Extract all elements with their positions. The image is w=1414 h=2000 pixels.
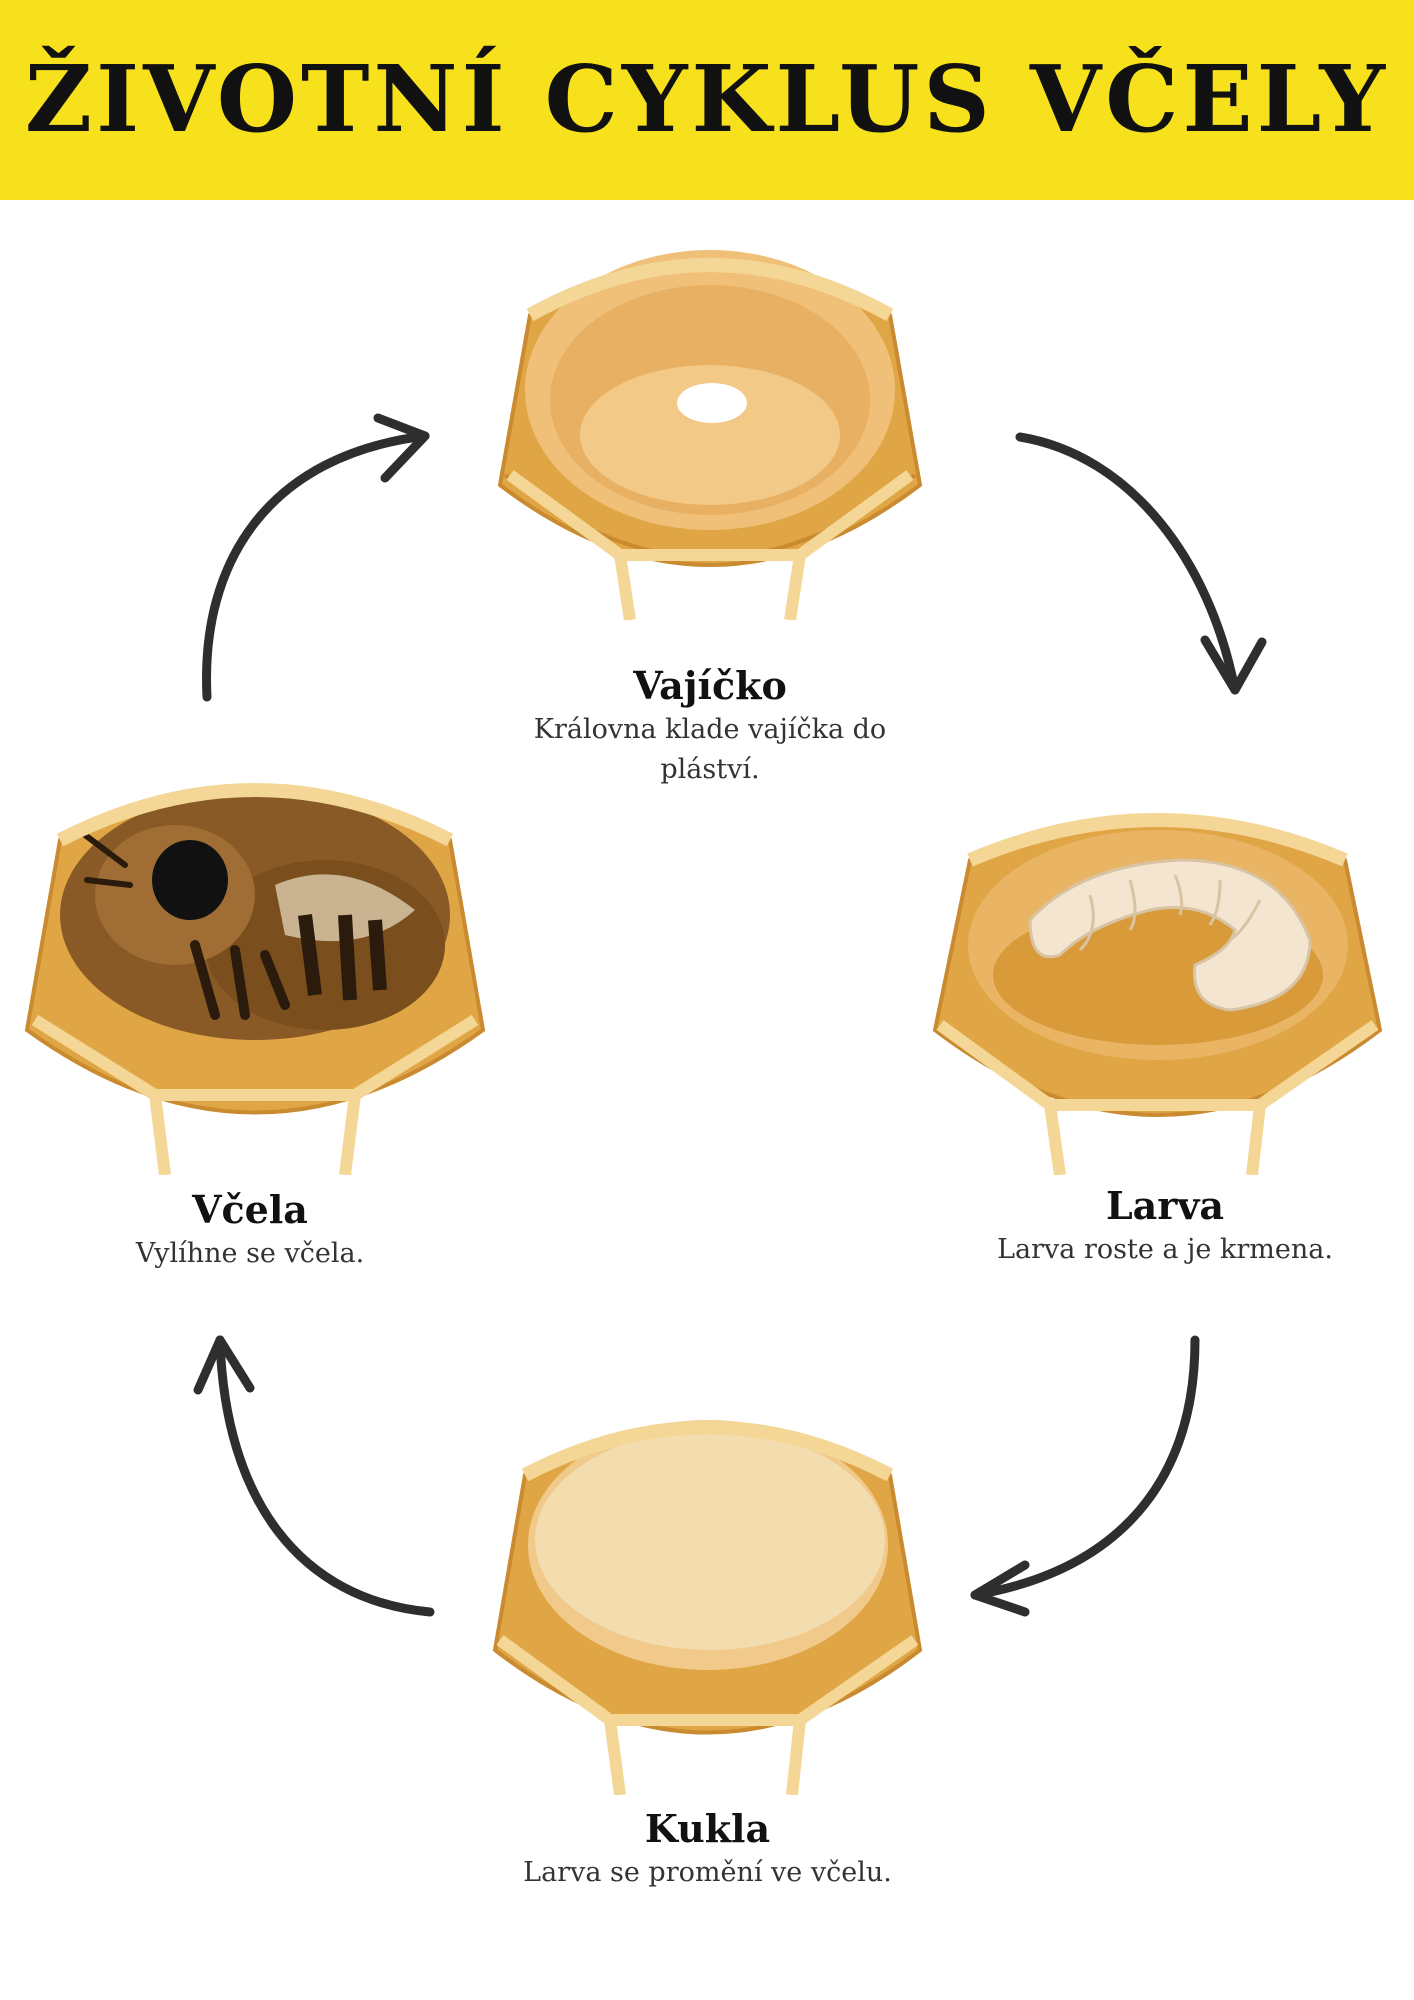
- arrow-bee-to-egg-icon: [202, 413, 430, 702]
- stage-bee: Včela Vylíhne se včela.: [90, 1186, 410, 1274]
- larva-cell-illustration: [930, 800, 1385, 1176]
- arrow-egg-to-larva-icon: [1015, 432, 1267, 695]
- title-banner: ŽIVOTNÍ CYKLUS VČELY: [0, 0, 1414, 200]
- page-title: ŽIVOTNÍ CYKLUS VČELY: [24, 45, 1390, 153]
- stage-egg-title: Vajíčko: [633, 663, 787, 708]
- arrow-pupa-to-bee-icon: [193, 1335, 435, 1617]
- larva-icon: [1028, 858, 1312, 1012]
- stage-larva-description: Larva roste a je krmena.: [997, 1234, 1333, 1265]
- arrow-larva-to-pupa-icon: [970, 1335, 1200, 1617]
- stage-larva-title: Larva: [1105, 1183, 1225, 1228]
- bee-icon: [82, 825, 445, 1030]
- bee-cell-illustration: [15, 765, 495, 1176]
- stage-bee-title: Včela: [192, 1187, 308, 1232]
- stage-larva: Larva Larva roste a je krmena.: [950, 1182, 1380, 1270]
- stage-bee-description: Vylíhne se včela.: [135, 1238, 365, 1269]
- egg-cell-illustration: [490, 225, 930, 621]
- stage-pupa-description: Larva se promění ve včelu.: [523, 1857, 892, 1888]
- stage-pupa-title: Kukla: [644, 1806, 771, 1851]
- stage-pupa: Kukla Larva se promění ve včelu.: [505, 1805, 910, 1893]
- stage-egg: Vajíčko Královna klade vajíčka do plástv…: [500, 662, 920, 790]
- egg-icon: [677, 383, 747, 423]
- cap-icon: [535, 1430, 885, 1650]
- stage-egg-description: Královna klade vajíčka do pláství.: [533, 714, 887, 785]
- pupa-cell-illustration: [480, 1395, 935, 1796]
